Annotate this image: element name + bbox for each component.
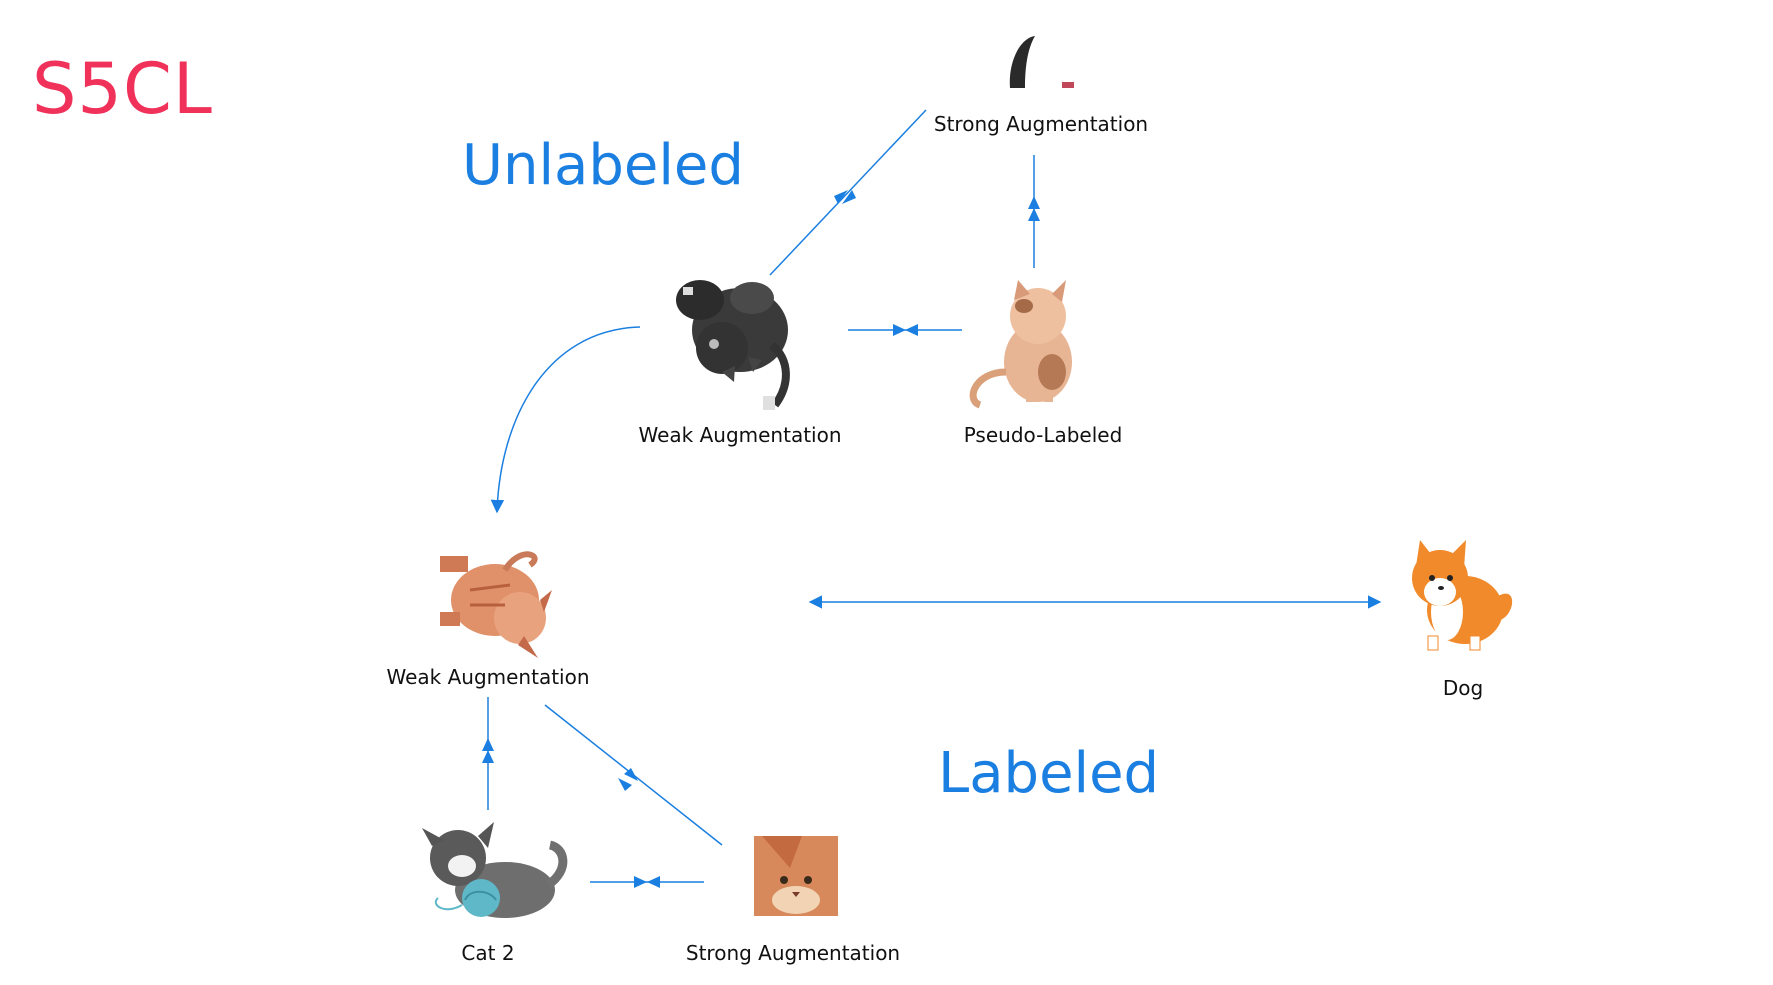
section-unlabeled: Unlabeled — [462, 133, 744, 198]
black-cat-rotated-icon — [676, 280, 790, 410]
label-unlabeled-weak: Weak Augmentation — [638, 423, 842, 447]
label-labeled-weak: Weak Augmentation — [386, 665, 590, 689]
label-dog: Dog — [1442, 676, 1484, 700]
edge-unlabeled-to-labeled — [490, 326, 641, 514]
calico-cat-icon — [969, 280, 1072, 409]
section-labeled: Labeled — [938, 741, 1160, 806]
gray-cat-yarn-icon — [422, 822, 568, 918]
label-labeled-strong: Strong Augmentation — [685, 941, 901, 965]
diagram-title: S5CL — [32, 48, 213, 130]
corgi-dog-icon — [1412, 540, 1513, 651]
black-cat-cropped-icon — [1009, 36, 1074, 88]
label-pseudo-labeled: Pseudo-Labeled — [963, 423, 1123, 447]
label-unlabeled-strong: Strong Augmentation — [933, 112, 1149, 136]
edge-weak-strong-unlabeled — [769, 109, 927, 276]
label-cat2: Cat 2 — [461, 941, 515, 965]
orange-cat-rotated-icon — [440, 551, 552, 658]
orange-cat-cropped-icon — [754, 836, 838, 916]
